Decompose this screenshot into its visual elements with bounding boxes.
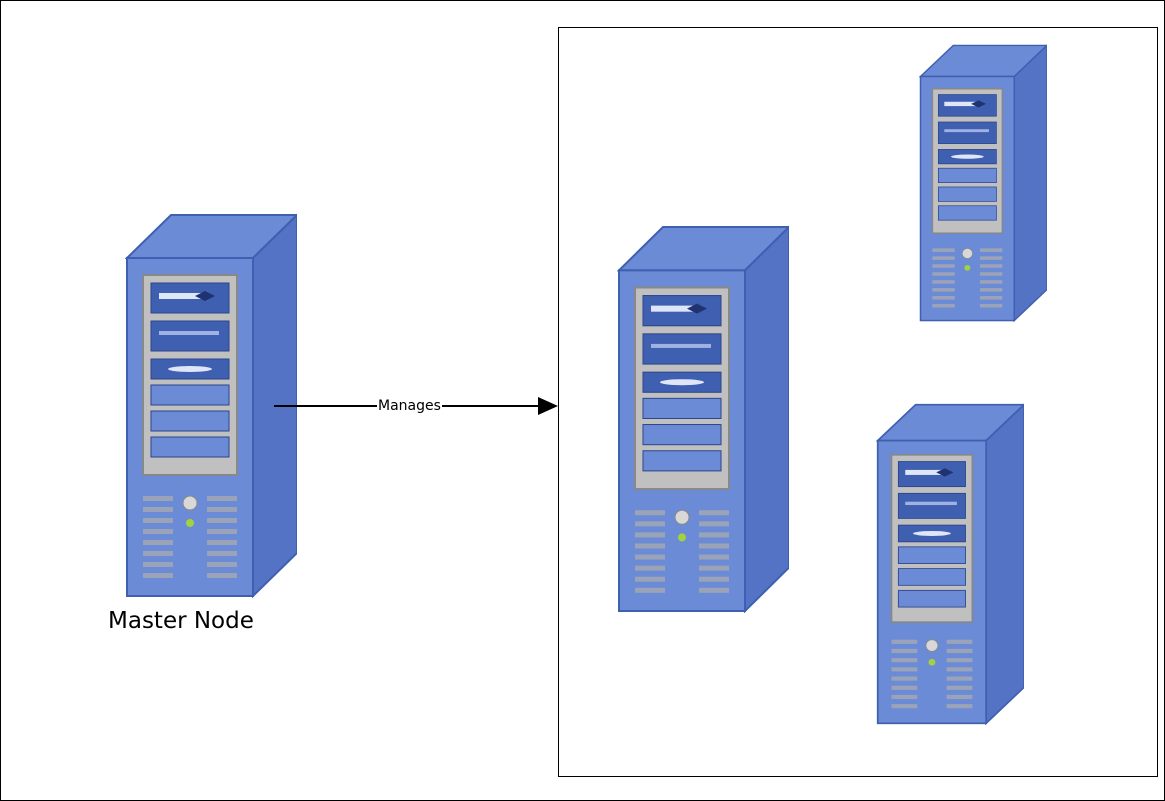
worker-cluster-box [558, 27, 1158, 777]
worker-server-icon [876, 403, 1024, 725]
worker-server-icon [617, 225, 789, 613]
manages-label: Manages [377, 398, 442, 414]
master-node-label: Master Node [108, 608, 254, 634]
master-server-icon [125, 213, 297, 598]
worker-server-icon [919, 44, 1047, 322]
